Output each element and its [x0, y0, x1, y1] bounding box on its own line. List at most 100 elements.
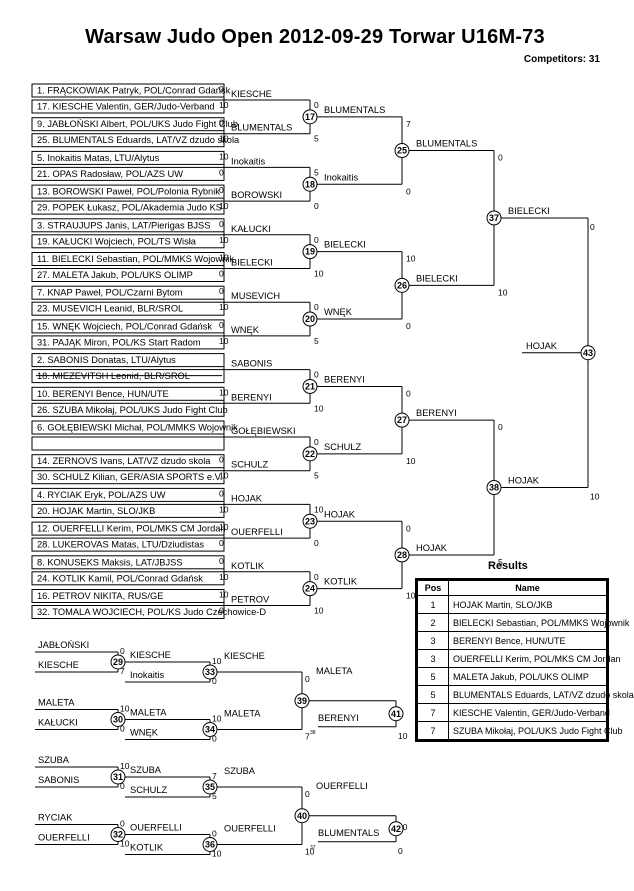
score: 5 [314, 336, 319, 346]
match-circle [294, 693, 310, 709]
score: 10 [219, 471, 229, 481]
score: 0 [498, 422, 503, 432]
match-circle [294, 808, 310, 824]
score: 10 [219, 253, 229, 263]
score: 0 [219, 84, 224, 94]
r1-winner: BOROWSKI [231, 190, 282, 200]
results-name: OUERFELLI Kerim, POL/MKS CM Jordan [448, 649, 621, 668]
r3-winner: BIELECKI [416, 273, 458, 283]
match-circle [394, 547, 410, 563]
score: 10 [398, 731, 408, 741]
r2-winner: Inokaitis [324, 172, 358, 182]
score: 7 [212, 771, 217, 781]
r1-winner: SABONIS [231, 359, 272, 369]
score: 10 [219, 134, 229, 144]
score: 7 [120, 666, 125, 676]
rep-m2-winner: MALETA [224, 709, 261, 719]
match-number: 35 [205, 782, 215, 792]
match-number: 30 [113, 715, 123, 725]
score: 0 [120, 646, 125, 656]
rep-m2-winner: SZUBA [224, 766, 256, 776]
rep-m1-winner: MALETA [130, 708, 167, 718]
rep-m3-winner: MALETA [316, 666, 353, 676]
match-circle [202, 779, 218, 795]
match-circle [302, 109, 318, 125]
rep-m2-winner: KIESCHE [224, 651, 265, 661]
score: 0 [219, 538, 224, 548]
r1-winner: KOTLIK [231, 561, 265, 571]
match-number: 33 [205, 667, 215, 677]
score: 10 [314, 606, 324, 616]
match-circle [388, 821, 404, 837]
r1-winner: MUSEVICH [231, 291, 280, 301]
score: 0 [314, 538, 319, 548]
results-pos: 5 [417, 685, 449, 704]
results-pos: 2 [417, 613, 449, 632]
r1-winner: HOJAK [231, 493, 263, 503]
score: 0 [590, 222, 595, 232]
results-name: SZUBA Mikołaj, POL/UKS Judo Fight Club [448, 721, 623, 740]
entry-name: 13. BOROWSKI Paweł, POL/Polonia Rybnik [37, 187, 220, 197]
entry-name: 11. BIELECKI Sebastian, POL/MMKS Wojowni… [37, 254, 234, 264]
score: 5 [498, 557, 503, 567]
score: 0 [219, 488, 224, 498]
match-circle [302, 446, 318, 462]
entry-name: 15. WNĘK Wojciech, POL/Conrad Gdańsk [37, 321, 212, 331]
rep-opponent: BERENYI [318, 713, 359, 723]
match-circle [394, 412, 410, 428]
r1-winner: BLUMENTALS [231, 123, 292, 133]
match-circle [202, 837, 218, 852]
match-circle [202, 722, 218, 737]
match-circle [486, 210, 502, 226]
score: 0 [219, 606, 224, 616]
results-name: BIELECKI Sebastian, POL/MMKS Wojownik [448, 613, 629, 632]
rep-tiny-number: 38 [310, 730, 316, 736]
r1-winner: BIELECKI [231, 258, 273, 268]
match-number: 37 [489, 213, 499, 223]
rep-entry: KIESCHE [38, 660, 79, 670]
final-winner: HOJAK [526, 341, 558, 351]
results-name: MALETA Jakub, POL/UKS OLIMP [448, 667, 607, 686]
entry-name: 6. GOŁĘBIEWSKI Michał, POL/MMKS Wojownik [37, 423, 238, 433]
match-number: 27 [397, 415, 407, 425]
rep-entry: SZUBA [38, 755, 70, 765]
entry-name: 21. OPAS Radosław, POL/AZS UW [37, 169, 183, 179]
r2-winner: BLUMENTALS [324, 105, 385, 115]
score: 0 [120, 819, 125, 829]
score: 7 [305, 732, 310, 742]
score: 0 [120, 724, 125, 734]
results-name: BLUMENTALS Eduards, LAT/VZ dzudo skola [448, 685, 634, 704]
score: 10 [314, 504, 324, 514]
match-circle [394, 277, 410, 293]
score: 10 [120, 839, 130, 849]
match-number: 31 [113, 772, 123, 782]
competitors-count: Competitors: 31 [523, 54, 600, 65]
score: 0 [219, 455, 224, 465]
score: 10 [498, 287, 508, 297]
score: 0 [212, 676, 217, 686]
entry-name: 17. KIESCHE Valentin, GER/Judo-Verband [37, 102, 215, 112]
entry-box [31, 436, 225, 451]
entry-name: 20. HOJAK Martin, SLO/JKB [37, 506, 155, 516]
score: 0 [314, 302, 319, 312]
score: 0 [219, 167, 224, 177]
rep-opponent: Inokaitis [130, 670, 164, 680]
score: 0 [406, 321, 411, 331]
r2-winner: HOJAK [324, 509, 356, 519]
match-circle [388, 706, 404, 722]
score: 10 [212, 656, 222, 666]
entry-name: 8. KONUSEKS Maksis, LAT/JBJSS [37, 557, 183, 567]
score: 10 [120, 704, 130, 714]
match-circle [110, 769, 126, 785]
results-title: Results [488, 560, 528, 572]
match-number: 24 [305, 584, 315, 594]
rep-m2-winner: OUERFELLI [224, 824, 276, 834]
rep-m1-winner: SZUBA [130, 765, 162, 775]
score: 5 [212, 791, 217, 801]
r2-winner: KOTLIK [324, 577, 358, 587]
score: 0 [314, 100, 319, 110]
match-number: 19 [305, 247, 315, 257]
r2-winner: BERENYI [324, 374, 365, 384]
